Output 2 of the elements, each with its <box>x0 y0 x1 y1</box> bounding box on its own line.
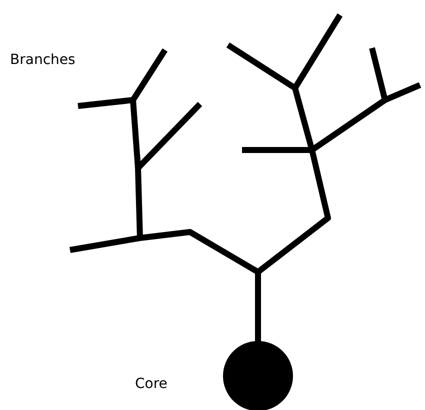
part-label: Branches <box>10 52 76 68</box>
part-label: Core <box>135 376 168 392</box>
